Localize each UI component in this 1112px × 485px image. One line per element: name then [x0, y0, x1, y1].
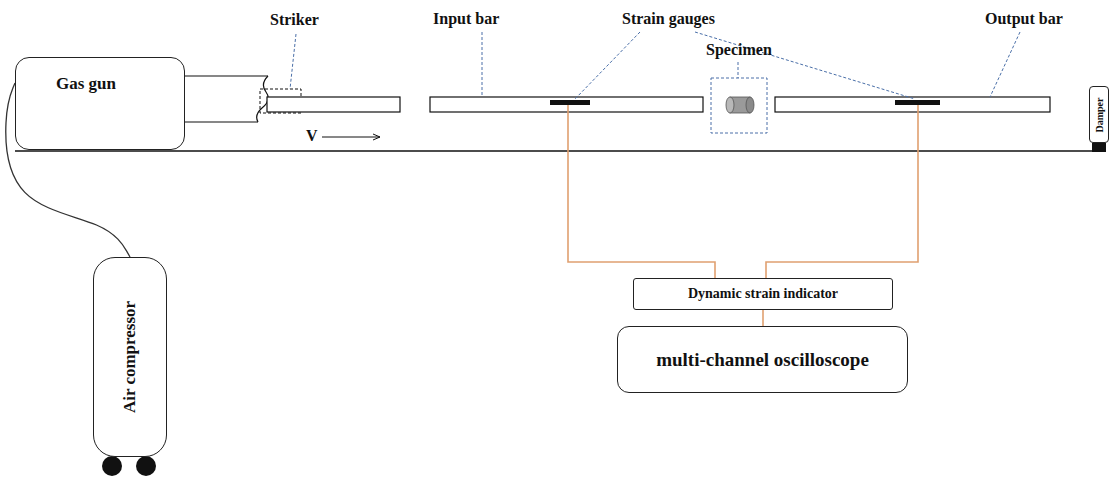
strain-indicator-box: Dynamic strain indicator [633, 278, 893, 310]
air-compressor-box: Air compressor [93, 257, 167, 457]
strain-gauge [550, 100, 590, 105]
node-text: Dynamic strain indicator [688, 286, 838, 302]
specimen-box [711, 78, 767, 133]
velocity-label: V [306, 127, 318, 145]
output-bar [775, 97, 1050, 112]
part-label: Striker [270, 11, 319, 29]
velocity-arrow [322, 137, 380, 138]
damper-foot [1092, 143, 1106, 152]
base-line [15, 150, 1106, 151]
node-text: Air compressor [120, 301, 140, 413]
striker-bar [267, 97, 400, 112]
leader-lines [290, 32, 1020, 99]
gas-gun-box: Gas gun [15, 57, 185, 150]
part-label: Specimen [706, 41, 772, 59]
part-label: Strain gauges [622, 10, 715, 28]
node-text: multi-channel oscilloscope [656, 349, 869, 371]
gun-barrel [185, 76, 268, 122]
input-bar [430, 97, 703, 112]
node-text: Gas gun [56, 74, 116, 94]
specimen-cylinder [726, 97, 754, 113]
connector-line [762, 310, 764, 326]
part-label: Input bar [433, 10, 499, 28]
wheel [136, 456, 156, 476]
strain-gauge [895, 100, 940, 105]
oscilloscope-box: multi-channel oscilloscope [617, 326, 908, 393]
damper-box: Damper [1089, 86, 1109, 143]
wheel [102, 456, 122, 476]
signal-wires [568, 105, 918, 283]
node-text: Damper [1094, 97, 1105, 132]
part-label: Output bar [985, 10, 1063, 28]
